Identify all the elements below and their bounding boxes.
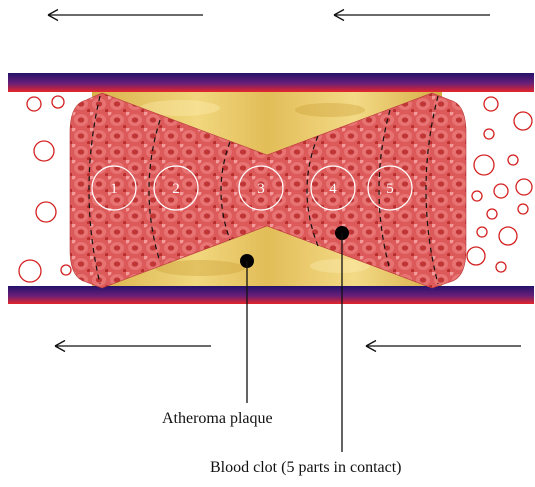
clot-part-label: 5 <box>386 181 394 197</box>
clot-part-label: 1 <box>110 181 118 197</box>
red-blood-cell-icon <box>52 96 64 108</box>
red-blood-cell-icon <box>508 155 518 165</box>
red-blood-cell-icon <box>496 262 506 272</box>
red-blood-cell-icon <box>19 260 41 282</box>
left-arrow-icon <box>334 10 490 21</box>
red-blood-cell-icon <box>487 209 497 219</box>
clot-part-label: 4 <box>329 181 337 197</box>
red-blood-cell-icon <box>516 179 532 195</box>
red-blood-cell-icon <box>514 112 532 130</box>
red-blood-cell-icon <box>36 202 56 222</box>
label-blood-clot: Blood clot (5 parts in contact) <box>210 459 402 477</box>
label-atheroma-plaque: Atheroma plaque <box>162 410 273 428</box>
clot-part-label: 2 <box>172 181 180 197</box>
red-blood-cell-icon <box>34 141 54 161</box>
red-blood-cell-icon <box>467 247 485 265</box>
vessel-wall-top <box>8 73 534 92</box>
left-arrow-icon <box>366 341 521 352</box>
clot-part-label: 3 <box>257 181 265 197</box>
left-arrow-icon <box>48 10 203 21</box>
red-blood-cell-icon <box>477 227 487 237</box>
red-blood-cell-icon <box>61 265 71 275</box>
red-blood-cell-icon <box>472 191 482 201</box>
red-blood-cell-icon <box>499 227 517 245</box>
red-blood-cell-icon <box>484 129 494 139</box>
red-blood-cell-icon <box>474 155 494 175</box>
red-blood-cell-icon <box>518 204 528 214</box>
red-blood-cell-icon <box>494 184 508 198</box>
vessel-wall-bottom <box>8 286 534 304</box>
left-arrow-icon <box>55 341 211 352</box>
red-blood-cell-icon <box>484 97 498 111</box>
red-blood-cell-icon <box>27 97 41 111</box>
